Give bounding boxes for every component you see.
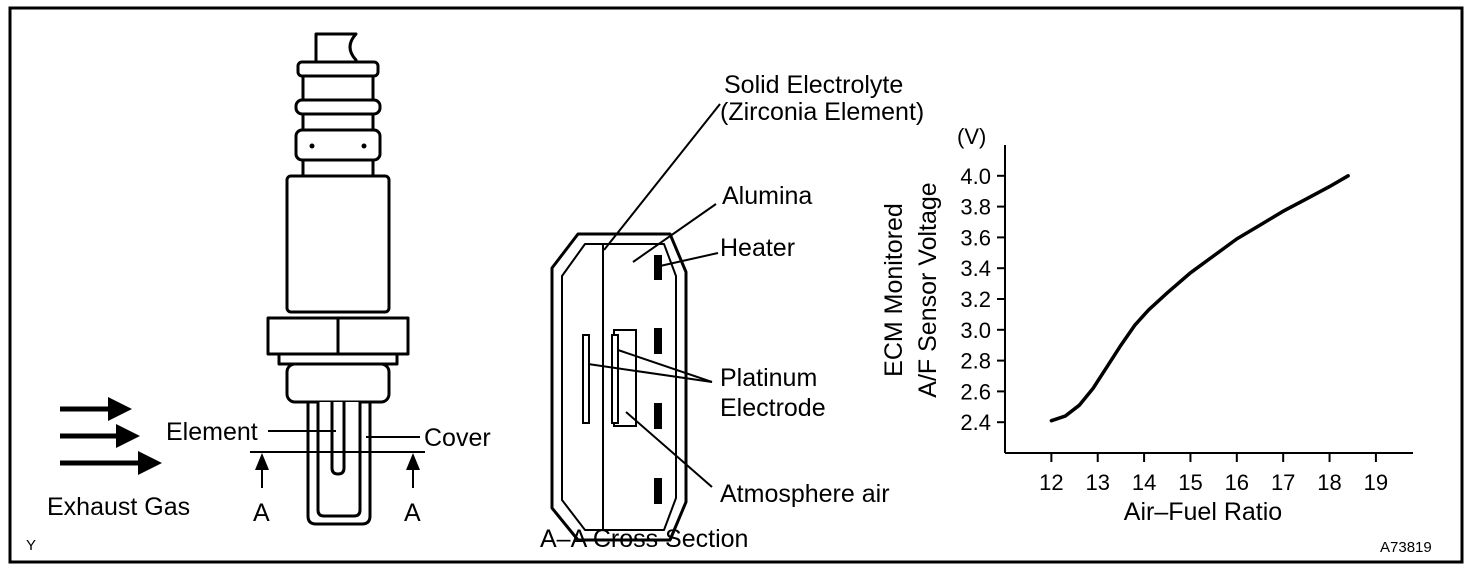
x-tick-label: 14: [1132, 470, 1156, 495]
x-tick-label: 13: [1085, 470, 1109, 495]
y-tick-label: 3.6: [960, 225, 991, 250]
x-tick-label: 16: [1225, 470, 1249, 495]
sensor-element: [330, 402, 346, 476]
y-tick-label: 3.8: [960, 195, 991, 220]
sensor-barrel: [285, 174, 391, 314]
section-arrow-right: [406, 453, 420, 488]
sensor-top-stub: [314, 32, 358, 64]
section-mark-right: A: [404, 499, 421, 527]
platinum-electrode-inner: [611, 334, 619, 424]
voltage-chart: 12 13 14 15 16 17 18 19 2.4 2.6 2.8 3.0 3.2 3.4 3.6 3.…: [960, 145, 1413, 495]
heater-bars: [654, 255, 662, 504]
x-tick-label: 17: [1271, 470, 1295, 495]
solid-electrolyte-label: Solid Electrolyte: [724, 71, 904, 99]
platinum-electrode-outer: [582, 334, 590, 424]
x-tick-label: 18: [1317, 470, 1341, 495]
y-tick-label: 3.2: [960, 287, 991, 312]
figure-code: A73819: [1380, 539, 1432, 556]
y-axis-title-line2: A/F Sensor Voltage: [914, 182, 942, 397]
y-axis-unit: (V): [957, 124, 986, 149]
sensor-rib: [301, 112, 375, 132]
x-tick-label: 19: [1364, 470, 1388, 495]
y-tick-label: 2.6: [960, 379, 991, 404]
section-arrow-left: [255, 453, 269, 488]
cover-label: Cover: [424, 424, 491, 452]
sensor-rib: [294, 128, 382, 162]
y-axis-title-line1: ECM Monitored: [880, 203, 908, 377]
y-tick-label: 3.0: [960, 318, 991, 343]
electrode-label: Electrode: [720, 394, 826, 422]
x-ticks: 12 13 14 15 16 17 18 19: [1039, 453, 1388, 495]
y-ticks: 2.4 2.6 2.8 3.0 3.2 3.4 3.6 3.8 4.0: [960, 164, 1005, 435]
sensor-rib: [301, 74, 375, 102]
y-tick-label: 2.8: [960, 349, 991, 374]
series-line-voltage: [1049, 174, 1350, 423]
sensor-hole: [309, 143, 315, 149]
cross-section-inner: [561, 243, 677, 531]
x-tick-label: 12: [1039, 470, 1063, 495]
corner-mark: Y: [26, 537, 37, 554]
x-tick-label: 15: [1178, 470, 1202, 495]
heater-label: Heater: [720, 234, 796, 262]
atmosphere-air-label: Atmosphere air: [720, 480, 890, 508]
cross-section-leaders: [587, 103, 721, 488]
exhaust-arrows: [60, 397, 162, 475]
y-tick-label: 4.0: [960, 164, 991, 189]
sensor-rib: [301, 158, 375, 178]
sensor-hole: [361, 143, 367, 149]
element-label: Element: [166, 418, 258, 446]
x-axis-title: Air–Fuel Ratio: [1124, 498, 1282, 526]
sensor-thread: [285, 362, 391, 404]
oxygen-sensor-drawing: [266, 32, 410, 526]
platinum-label: Platinum: [720, 364, 818, 392]
sensor-cap: [296, 60, 380, 78]
cross-section-drawing: [550, 232, 688, 542]
figure-border: [8, 6, 1464, 564]
y-tick-label: 3.4: [960, 256, 991, 281]
cross-section-outline: [550, 232, 688, 542]
sensor-rib: [294, 98, 382, 116]
section-mark-left: A: [253, 499, 270, 527]
exhaust-gas-label: Exhaust Gas: [47, 493, 191, 521]
zirconia-element-label: (Zirconia Element): [720, 98, 925, 126]
cross-section-title: A–A Cross Section: [540, 525, 749, 553]
alumina-label: Alumina: [722, 182, 813, 210]
y-tick-label: 2.4: [960, 410, 991, 435]
